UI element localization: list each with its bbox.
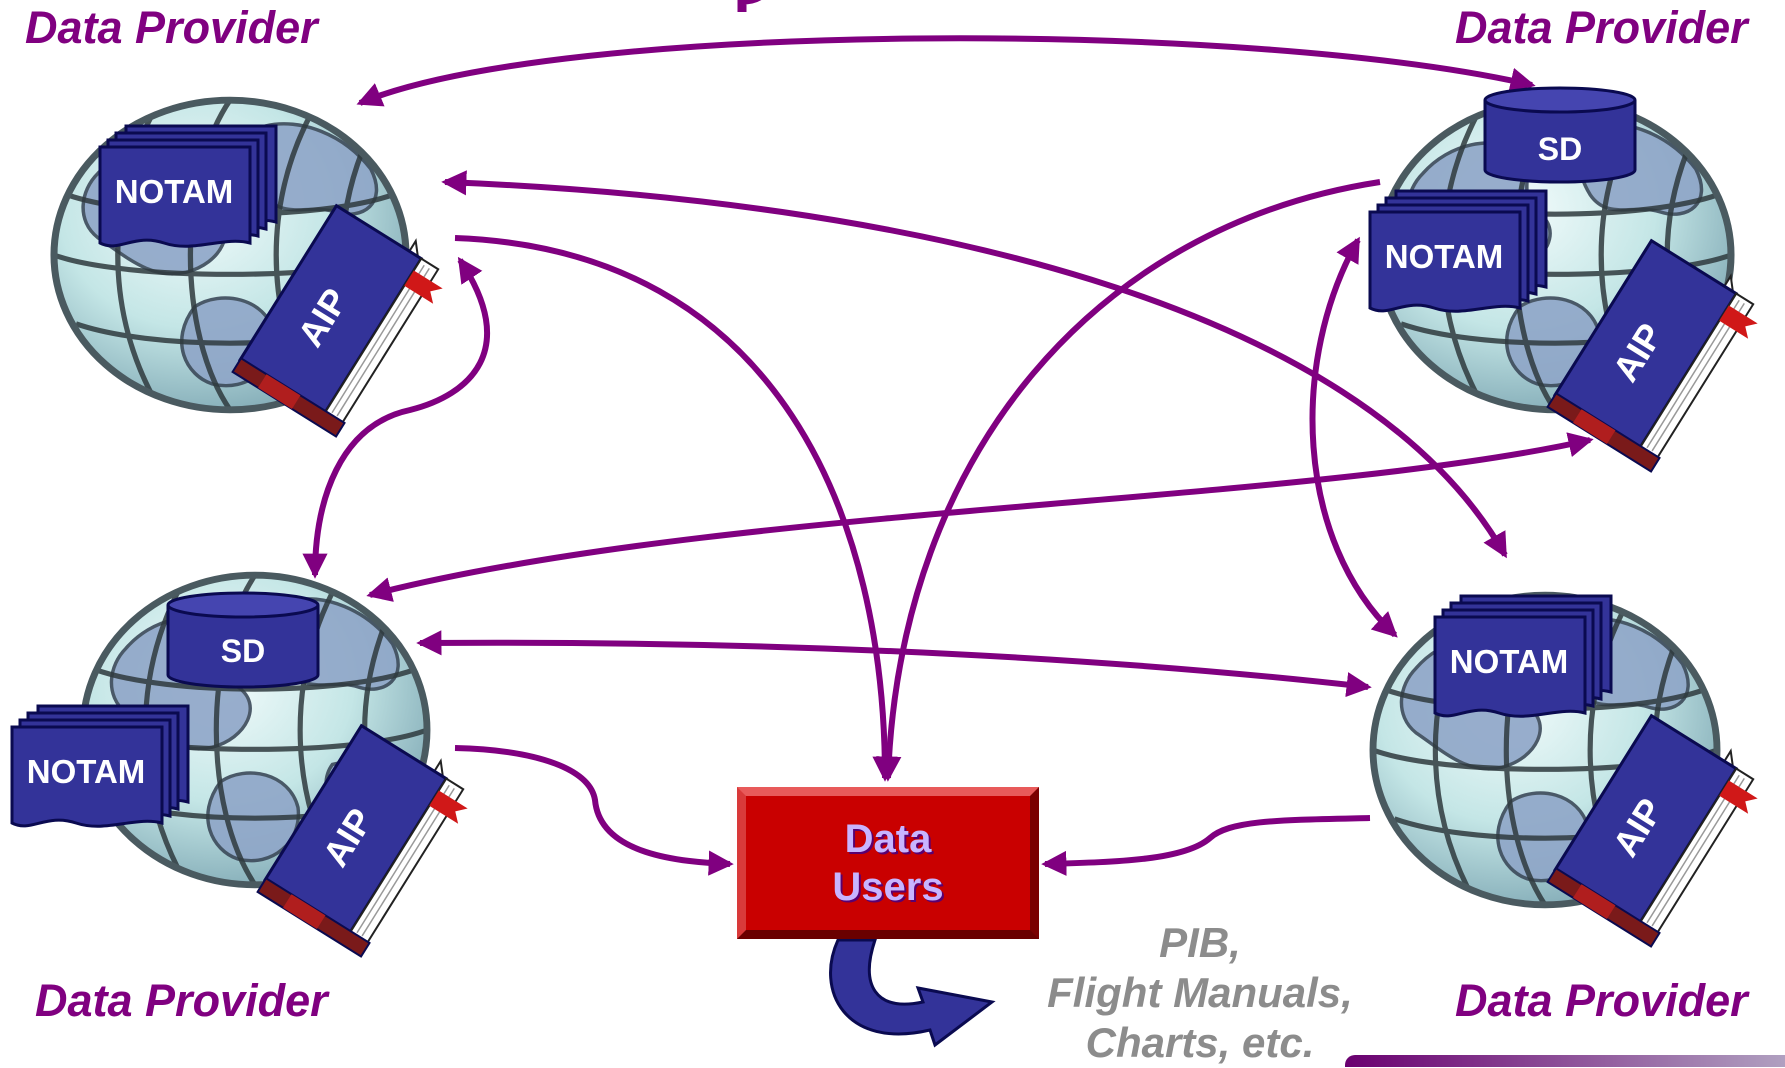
sd-label: SD <box>1538 131 1582 167</box>
provider-label-top-left: Data Provider <box>25 2 318 53</box>
arrow-bl-br <box>416 630 1372 698</box>
notam-label: NOTAM <box>115 173 234 210</box>
arrow-tl-users <box>454 235 898 782</box>
notam-label: NOTAM <box>1450 643 1569 680</box>
provider-label-bottom-left: Data Provider <box>35 975 328 1026</box>
arrow-tl-br <box>441 170 1508 559</box>
title-fragment <box>737 0 761 12</box>
sd-label: SD <box>221 633 265 669</box>
footer-accent-bar <box>1345 1055 1785 1067</box>
notam-label: NOTAM <box>27 753 146 790</box>
products-caption: PIB, Flight Manuals, Charts, etc. <box>1030 918 1370 1068</box>
connection-arrows <box>302 35 1594 877</box>
aip-book-bottom-right-icon: AIP <box>1546 703 1773 955</box>
notam-document-bottom-right-icon: NOTAM <box>1433 594 1613 718</box>
sd-database-bottom-left-icon: SD <box>166 591 320 689</box>
output-curved-arrow-icon <box>829 938 996 1048</box>
data-users-box: Data Users <box>737 787 1039 939</box>
aip-book-top-right-icon: AIP <box>1546 228 1773 480</box>
data-users-line2: Users <box>832 865 944 909</box>
data-users-line1: Data <box>844 817 932 861</box>
notam-document-bottom-left-icon: NOTAM <box>10 704 190 828</box>
notam-document-top-left-icon: NOTAM <box>98 124 278 248</box>
aip-book-bottom-left-icon: AIP <box>256 713 483 965</box>
notam-document-top-right-icon: NOTAM <box>1368 189 1548 313</box>
products-line2: Flight Manuals, <box>1047 969 1353 1016</box>
notam-label: NOTAM <box>1385 238 1504 275</box>
arrow-bl-users <box>454 745 734 876</box>
arrow-br-users <box>1041 815 1371 877</box>
sd-database-top-right-icon: SD <box>1483 86 1637 184</box>
products-line1: PIB, <box>1159 919 1241 966</box>
arrow-tr-bl <box>366 432 1594 602</box>
aip-book-top-left-icon: AIP <box>231 193 458 445</box>
arrow-tl-bl <box>302 256 491 579</box>
products-line3: Charts, etc. <box>1085 1019 1315 1066</box>
provider-label-top-right: Data Provider <box>1455 2 1748 53</box>
provider-label-bottom-right: Data Provider <box>1455 975 1748 1026</box>
arrow-tl-tr <box>356 35 1536 107</box>
